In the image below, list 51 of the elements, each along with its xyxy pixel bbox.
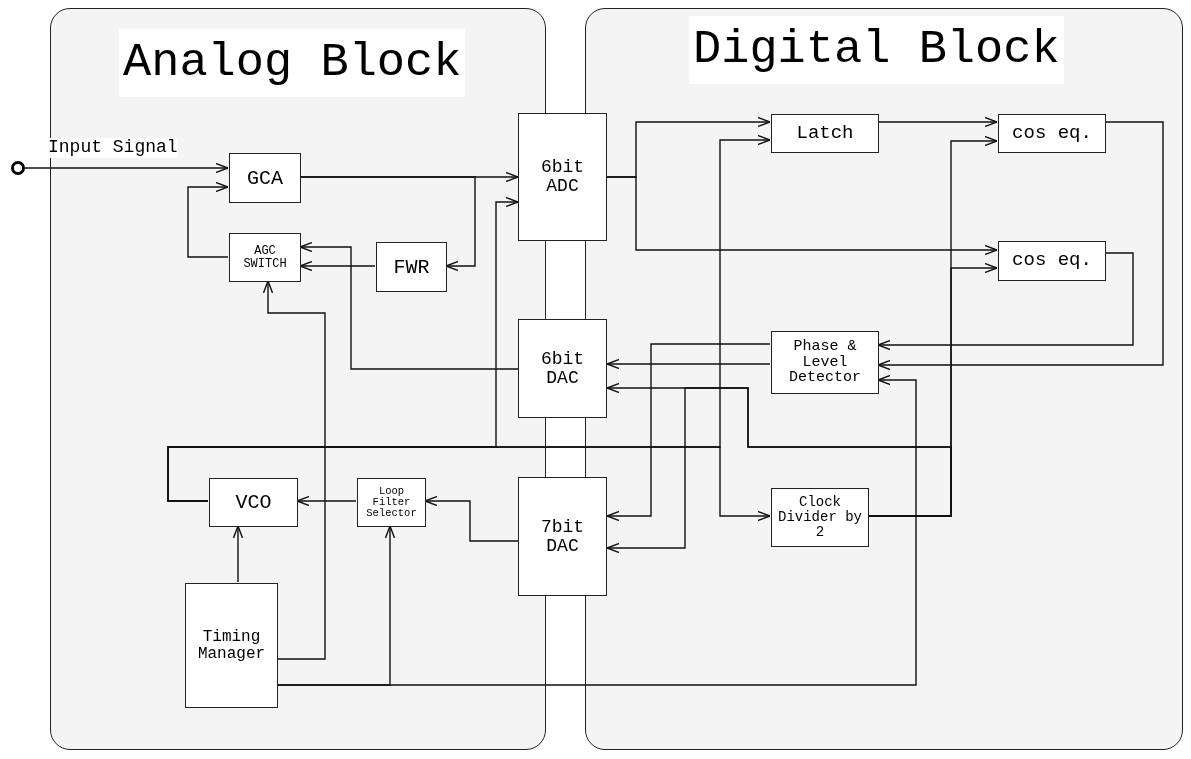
arrow bbox=[187, 181, 229, 258]
block-label: 7bit DAC bbox=[539, 517, 586, 556]
block-label: cos eq. bbox=[1012, 251, 1092, 271]
arrow bbox=[262, 280, 326, 660]
arrow bbox=[167, 446, 771, 522]
block-box bbox=[357, 478, 426, 527]
block-label: AGC SWITCH bbox=[242, 244, 288, 271]
edge-label: Input Signal bbox=[48, 138, 178, 158]
arrow bbox=[424, 495, 519, 542]
block-box bbox=[185, 583, 278, 708]
block-box bbox=[771, 488, 869, 547]
block-box bbox=[376, 242, 447, 292]
block-label: Latch bbox=[796, 123, 854, 144]
block-box bbox=[229, 233, 301, 282]
arrow bbox=[276, 374, 917, 686]
arrow bbox=[606, 343, 771, 522]
arrow bbox=[299, 260, 376, 272]
block-panel bbox=[585, 8, 1183, 750]
block-label: FWR bbox=[393, 256, 430, 278]
panel-title: Digital Block bbox=[689, 16, 1064, 85]
arrow bbox=[296, 495, 357, 507]
block-box bbox=[771, 114, 879, 153]
arrow bbox=[299, 241, 519, 370]
arrow bbox=[606, 176, 998, 256]
arrow bbox=[299, 176, 476, 272]
panel-title: Analog Block bbox=[119, 29, 466, 98]
block-label: 6bit ADC bbox=[539, 158, 586, 196]
block-box bbox=[518, 113, 607, 241]
arrow bbox=[877, 116, 998, 128]
block-label: 6bit DAC bbox=[539, 349, 586, 388]
input-terminal bbox=[11, 161, 25, 175]
block-label: Timing Manager bbox=[196, 628, 267, 663]
arrow bbox=[606, 358, 771, 370]
block-box bbox=[518, 319, 607, 418]
block-box bbox=[229, 153, 301, 203]
block-box bbox=[998, 114, 1106, 153]
arrow bbox=[877, 252, 1134, 351]
block-label: cos eq. bbox=[1012, 123, 1092, 144]
block-label: GCA bbox=[247, 167, 283, 189]
arrow bbox=[24, 162, 229, 174]
arrow bbox=[232, 525, 244, 583]
block-label: Loop Filter Selector bbox=[365, 485, 418, 519]
block-box bbox=[209, 478, 298, 527]
block-box bbox=[771, 331, 879, 394]
block-box bbox=[518, 477, 607, 596]
arrow bbox=[877, 121, 1164, 371]
block-label: VCO bbox=[235, 492, 272, 513]
arrow bbox=[606, 387, 952, 554]
block-label: Clock Divider by 2 bbox=[777, 495, 863, 540]
block-box bbox=[998, 241, 1106, 281]
block-label: Phase & Level Detector bbox=[788, 338, 862, 387]
